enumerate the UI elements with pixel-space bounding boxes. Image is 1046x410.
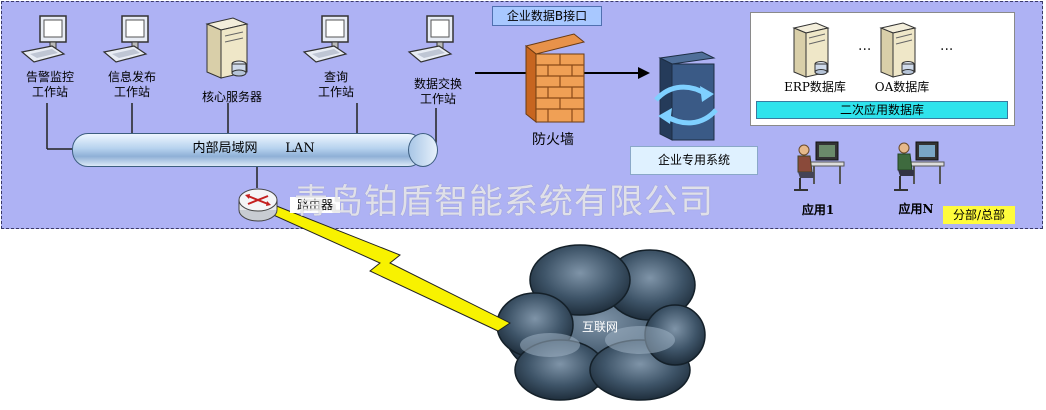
user-workstation-icon-1 xyxy=(794,141,845,191)
firewall-icon xyxy=(524,33,586,124)
app-label-1: 应用1 xyxy=(801,203,835,217)
ellipsis: ... xyxy=(940,38,954,54)
interface-label: 企业数据B接口 xyxy=(492,6,602,26)
internet-label: 互联网 xyxy=(581,320,618,334)
oa-db-label: OA数据库 xyxy=(874,80,930,94)
lan-label: 内部局域网 xyxy=(192,141,258,156)
switch-icon xyxy=(654,51,718,141)
workstation-label: 数据交换工作站 xyxy=(413,77,462,106)
router-label: 路由器 xyxy=(290,197,340,213)
lan-en-label: LAN xyxy=(285,141,315,156)
oa-db-server-icon xyxy=(879,22,917,78)
lan-bus xyxy=(72,133,424,167)
workstation-label: 查询工作站 xyxy=(317,70,354,99)
db-section-label: 二次应用数据库 xyxy=(756,101,1008,119)
ellipsis: ... xyxy=(858,38,872,54)
workstation-label: 告警监控工作站 xyxy=(25,70,74,99)
user-workstation-icon-n xyxy=(894,141,945,191)
erp-db-label: ERP数据库 xyxy=(784,80,846,94)
internet-cloud-icon xyxy=(496,244,706,401)
workstation-label: 信息发布工作站 xyxy=(107,70,156,99)
enterprise-system-label: 企业专用系统 xyxy=(630,146,758,175)
lightning-icon xyxy=(260,205,511,332)
firewall-label: 防火墙 xyxy=(532,132,574,148)
app-label-n: 应用N xyxy=(898,202,934,216)
server-icon xyxy=(205,17,249,79)
workstation-icon-publish xyxy=(102,15,149,63)
workstation-icon-query xyxy=(302,15,349,63)
erp-db-server-icon xyxy=(792,22,830,78)
workstation-icon-alarm xyxy=(20,15,67,63)
router-icon xyxy=(238,188,278,222)
workstation-icon-exchange xyxy=(407,15,454,63)
server-label: 核心服务器 xyxy=(201,90,262,104)
branch-label: 分部/总部 xyxy=(943,206,1015,224)
watermark: 青岛铂盾智能系统有限公司 xyxy=(294,182,714,222)
lan-bus-end xyxy=(408,133,438,167)
